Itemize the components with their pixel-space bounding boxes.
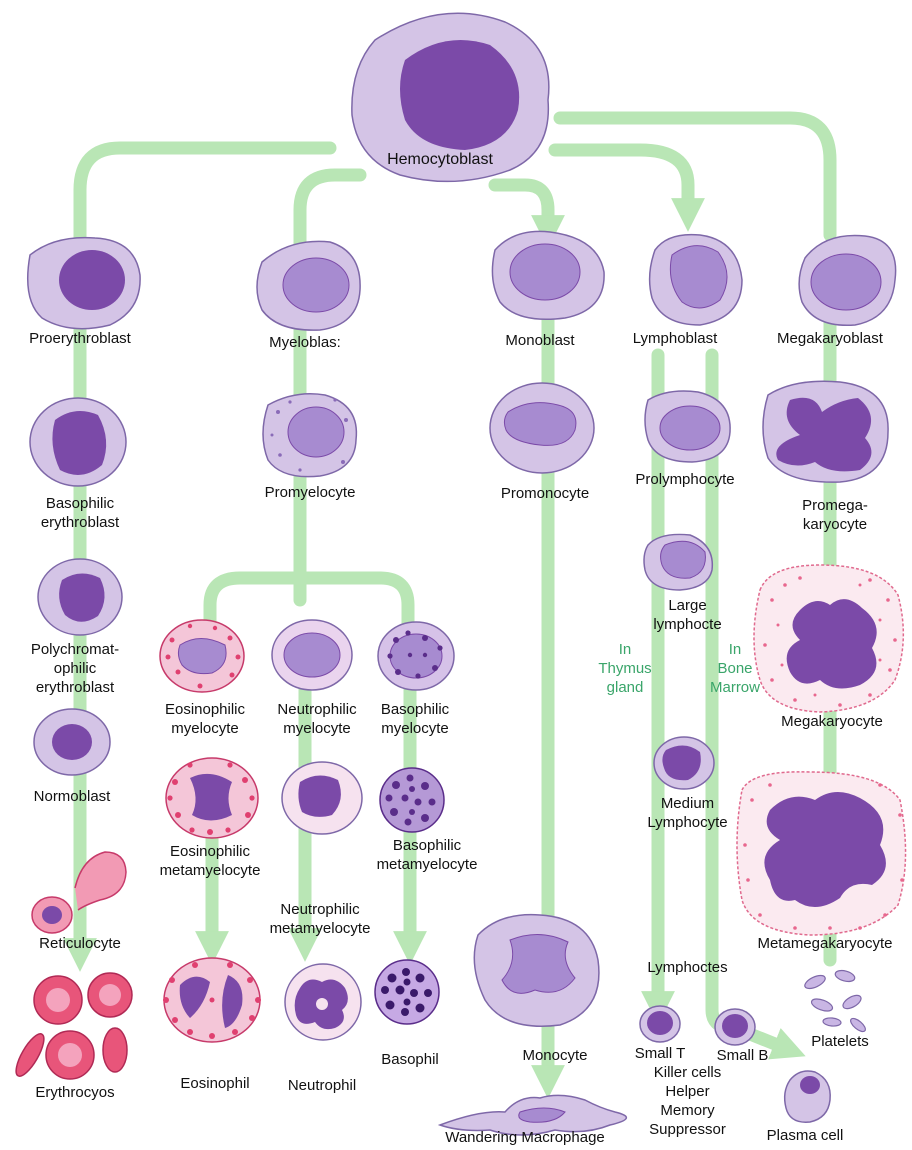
label-monocyte: Monocyte	[505, 1046, 605, 1065]
label-lymphoblast: Lymphoblast	[615, 329, 735, 348]
monocyte-cell	[474, 915, 599, 1027]
medium-lymphocyte-cell	[654, 737, 714, 789]
megakaryocyte-cell	[754, 565, 903, 712]
plasma-cell	[785, 1071, 831, 1122]
large-lymphocyte-cell	[644, 534, 712, 590]
label-wandering-macrophage: Wandering Macrophage	[420, 1128, 630, 1147]
arrow-to-lymphoblast	[555, 150, 688, 215]
label-small-t: Small T	[625, 1044, 695, 1063]
label-polychromatophilic-erythroblast: Polychromat- ophilic erythroblast	[10, 640, 140, 697]
label-medium-lymphocyte: Medium Lymphocyte	[625, 794, 750, 832]
megakaryoblast-cell	[799, 235, 896, 325]
label-eosinophilic-myelocyte: Eosinophilic myelocyte	[150, 700, 260, 738]
myeloblast-cell	[257, 241, 360, 330]
label-basophilic-metamyelocyte: Basophilic metamyelocyte	[362, 836, 492, 874]
label-basophilic-erythroblast: Basophilic erythroblast	[15, 494, 145, 532]
label-megakaryoblast: Megakaryoblast	[760, 329, 900, 348]
platelets-cluster	[803, 969, 868, 1034]
eosinophilic-metamyelocyte-cell	[166, 758, 258, 838]
label-eosinophilic-metamyelocyte: Eosinophilic metamyelocyte	[145, 842, 275, 880]
basophilic-erythroblast-cell	[30, 398, 126, 486]
promyelocyte-cell	[263, 394, 356, 477]
note-bone-marrow: In Bone Marrow	[700, 640, 770, 697]
eosinophilic-myelocyte-cell	[160, 620, 244, 692]
label-basophilic-myelocyte: Basophilic myelocyte	[365, 700, 465, 738]
polychromatophilic-erythroblast-cell	[38, 559, 122, 635]
label-platelets: Platelets	[795, 1032, 885, 1051]
basophil-cell	[375, 960, 439, 1024]
eosinophil-cell	[163, 958, 261, 1042]
erythrocytes-group	[11, 973, 132, 1080]
label-prolymphocyte: Prolymphocyte	[620, 470, 750, 489]
label-monoblast: Monoblast	[480, 331, 600, 350]
arrow-to-megakaryoblast	[560, 118, 830, 235]
label-promyelocyte: Promyelocyte	[245, 483, 375, 502]
label-neutrophilic-myelocyte: Neutrophilic myelocyte	[262, 700, 372, 738]
label-basophil: Basophil	[360, 1050, 460, 1069]
label-promegakaryocyte: Promega- karyocyte	[775, 496, 895, 534]
label-neutrophil: Neutrophil	[272, 1076, 372, 1095]
neutrophilic-metamyelocyte-cell	[282, 762, 362, 834]
metamegakaryocyte-cell	[737, 772, 906, 935]
basophilic-myelocyte-cell	[378, 622, 454, 690]
label-metamegakaryocyte: Metamegakaryocyte	[740, 934, 910, 953]
label-erythrocytes: Erythrocyos	[10, 1083, 140, 1102]
label-proerythroblast: Proerythroblast	[10, 329, 150, 348]
label-normoblast: Normoblast	[12, 787, 132, 806]
promegakaryocyte-cell	[763, 381, 888, 482]
label-t-cell-types: Killer cells Helper Memory Suppressor	[630, 1063, 745, 1139]
label-eosinophil: Eosinophil	[160, 1074, 270, 1093]
neutrophilic-myelocyte-cell	[272, 620, 352, 690]
promonocyte-cell	[490, 383, 594, 473]
label-plasma-cell: Plasma cell	[750, 1126, 860, 1145]
small-b-lymphocyte-cell	[715, 1009, 755, 1045]
lymphoblast-cell	[650, 235, 742, 325]
arrow-to-proerythroblast	[80, 148, 330, 240]
note-thymus-gland: In Thymus gland	[590, 640, 660, 697]
label-large-lymphocyte: Large lymphocte	[625, 596, 750, 634]
label-reticulocyte: Reticulocyte	[15, 934, 145, 953]
label-megakaryocyte: Megakaryocyte	[762, 712, 902, 731]
label-myeloblast: Myeloblas:	[245, 333, 365, 352]
neutrophil-cell	[285, 964, 361, 1040]
normoblast-cell	[34, 709, 110, 775]
arrow-to-monoblast	[495, 185, 548, 232]
label-hemocytoblast: Hemocytoblast	[375, 150, 505, 169]
label-lymphocytes: Lymphoctes	[625, 958, 750, 977]
prolymphocyte-cell	[645, 391, 730, 462]
label-neutrophilic-metamyelocyte: Neutrophilic metamyelocyte	[250, 900, 390, 938]
monoblast-cell	[492, 231, 604, 319]
label-promonocyte: Promonocyte	[480, 484, 610, 503]
small-t-lymphocyte-cell	[640, 1006, 680, 1042]
basophilic-metamyelocyte-cell	[380, 768, 444, 832]
proerythroblast-cell	[28, 238, 140, 329]
